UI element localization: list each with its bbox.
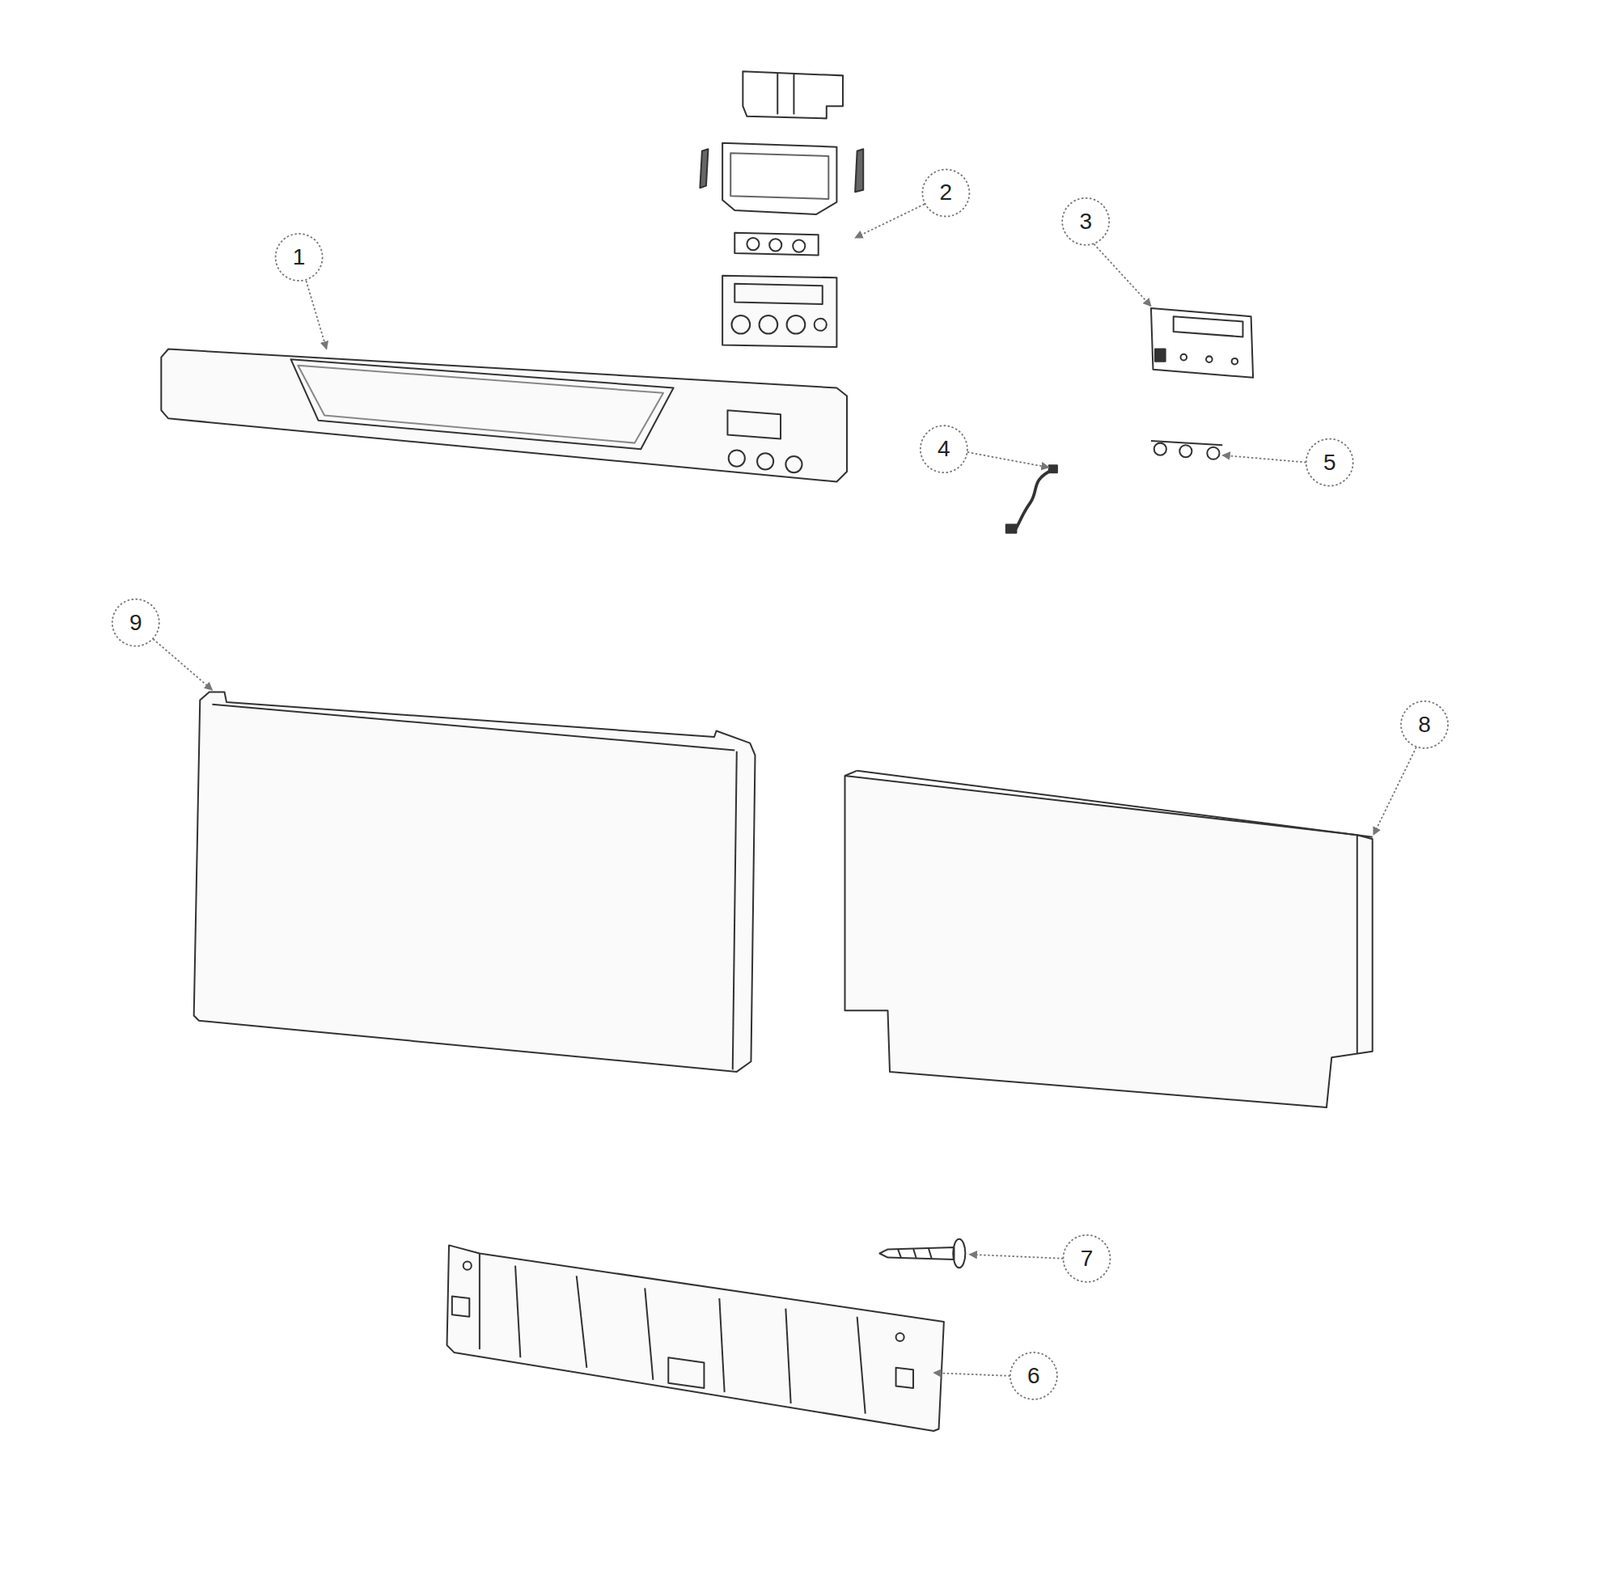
callout-number: 9 — [129, 611, 143, 635]
callout-number: 3 — [1079, 210, 1093, 233]
callout-number: 6 — [1027, 1364, 1041, 1388]
callout-number: 4 — [937, 437, 951, 461]
callout-number: 1 — [292, 245, 306, 269]
callout-number: 2 — [939, 181, 953, 204]
callout-number: 7 — [1080, 1247, 1094, 1270]
callout-number: 5 — [1323, 451, 1337, 475]
callout-number: 8 — [1417, 713, 1431, 737]
